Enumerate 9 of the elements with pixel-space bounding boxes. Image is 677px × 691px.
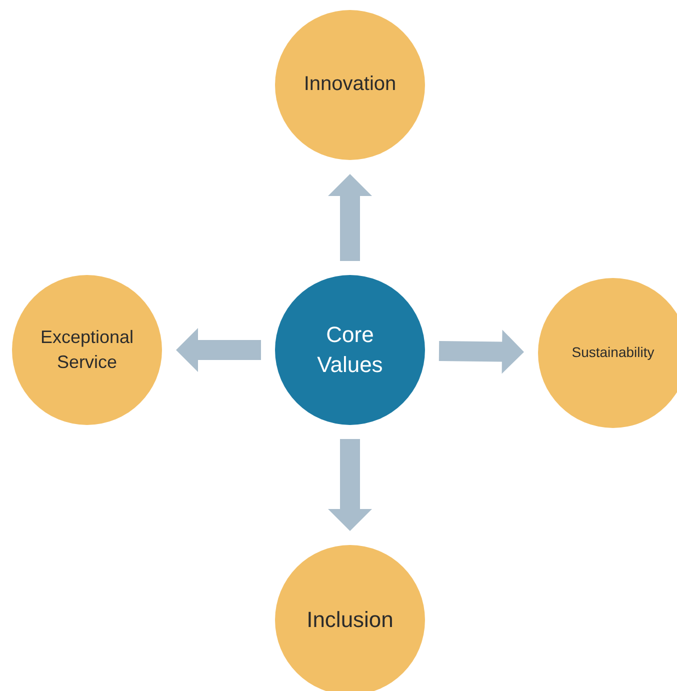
block-arrow: [176, 328, 261, 372]
node-label: Core Values: [316, 320, 384, 379]
node-label: Inclusion: [306, 606, 394, 634]
node-label: Innovation: [302, 72, 398, 98]
node-label: Sustainability: [570, 343, 656, 362]
node-label: Exceptional Service: [39, 326, 135, 374]
block-arrow: [438, 330, 524, 374]
block-arrow: [328, 174, 372, 261]
block-arrow: [328, 439, 372, 531]
